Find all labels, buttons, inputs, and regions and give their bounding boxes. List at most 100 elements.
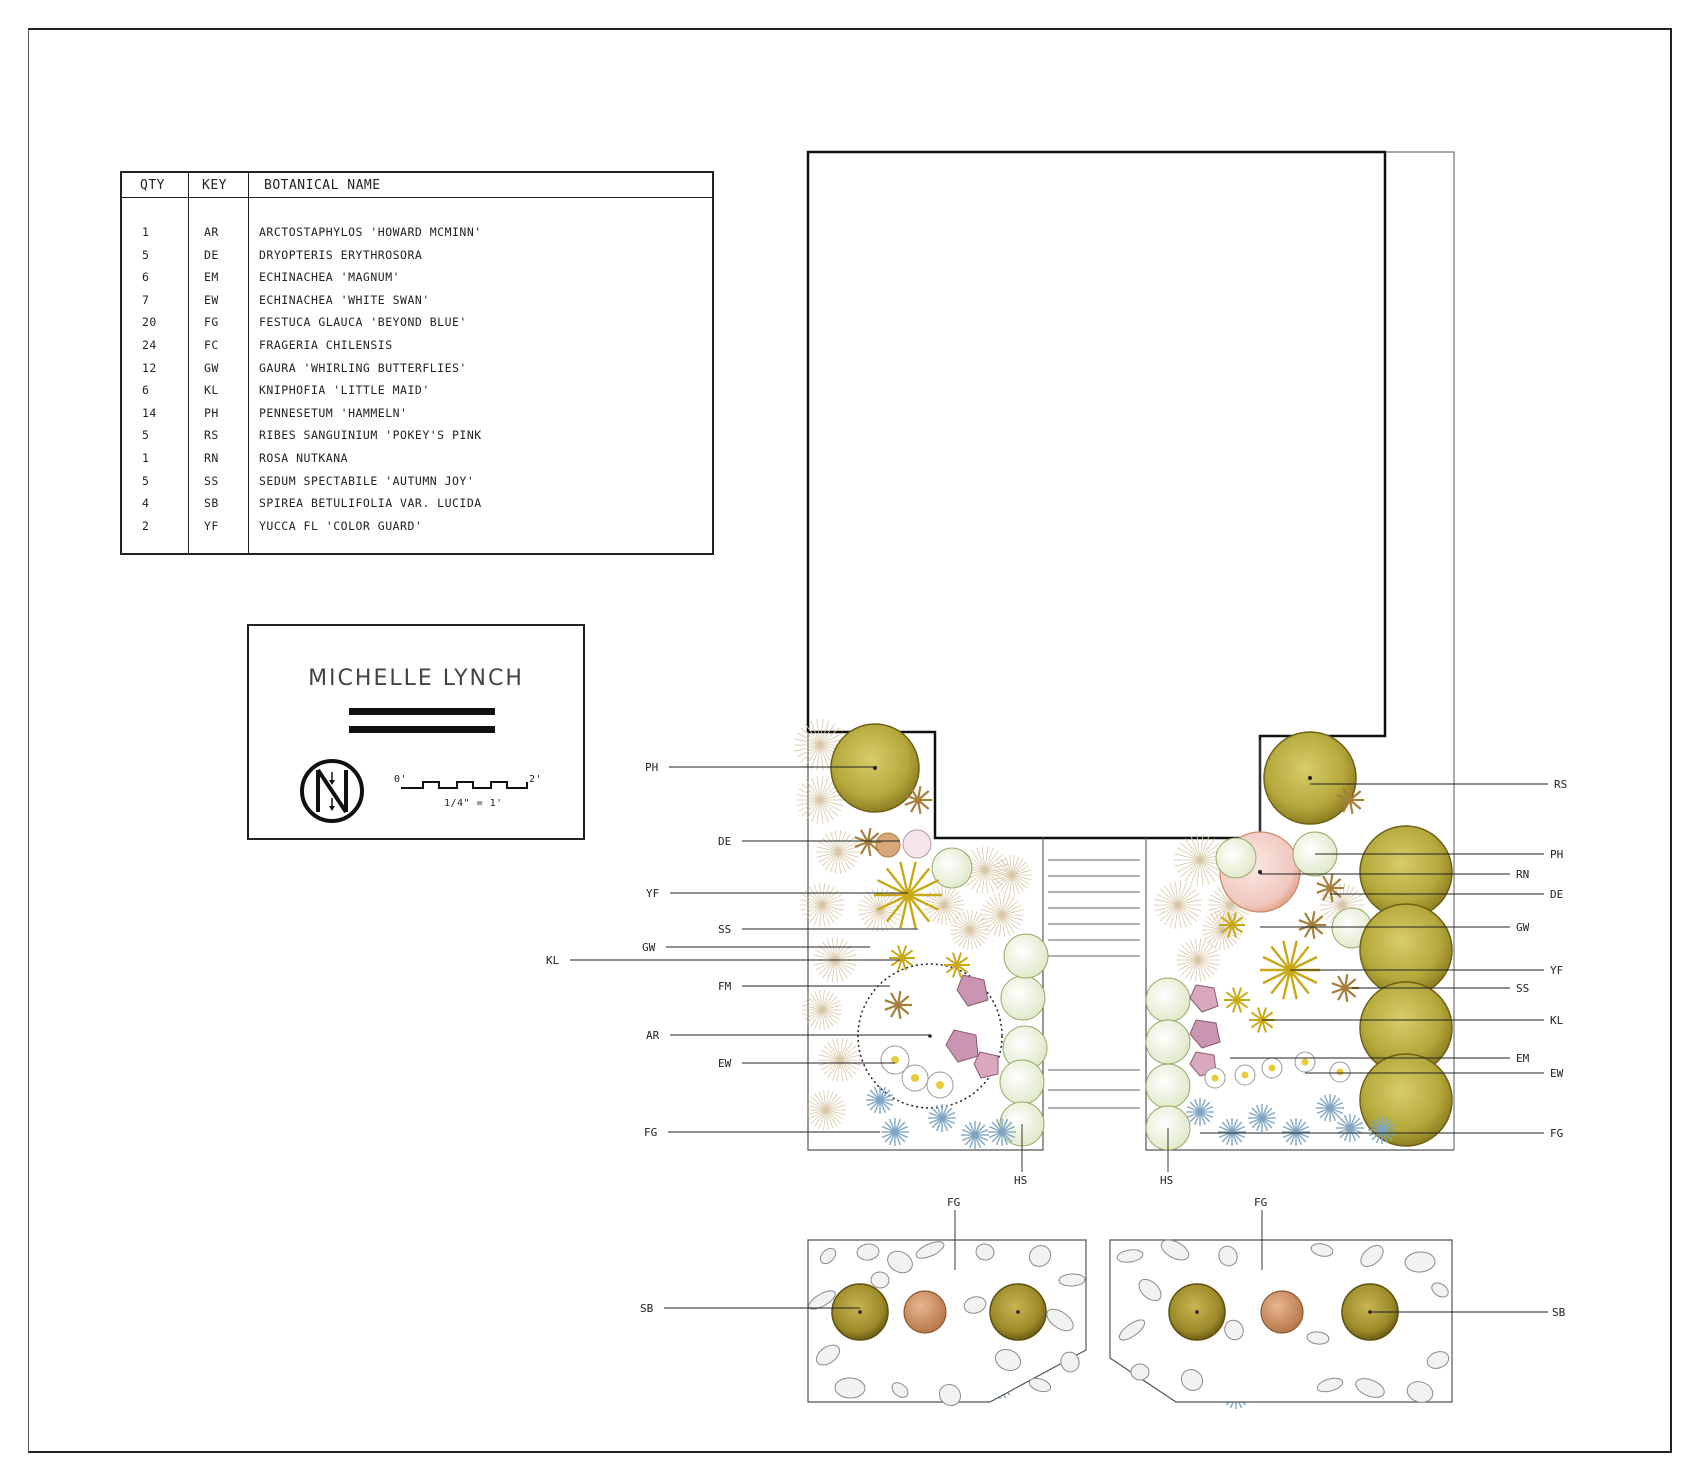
plant-callouts: PHDEYFSSGWKLFMAREWFGRSPHRNDEGWYFSSKLEMEW… xyxy=(546,761,1567,1319)
schedule-cell-qty: 24 xyxy=(142,338,157,352)
grass-clump-icon xyxy=(1176,938,1220,982)
river-rock xyxy=(1116,1249,1144,1263)
schedule-cell-name: RIBES SANGUINIUM 'POKEY'S PINK xyxy=(259,428,482,443)
callout-label: GW xyxy=(1516,921,1530,934)
callout-label: EW xyxy=(718,1057,732,1070)
right-planter xyxy=(1109,1239,1453,1403)
schedule-cell-qty: 1 xyxy=(142,225,150,239)
river-rock xyxy=(1028,1245,1052,1267)
schedule-cell-name: ECHINACHEA 'WHITE SWAN' xyxy=(259,292,430,307)
schedule-cell-name: YUCCA FL 'COLOR GUARD' xyxy=(259,518,423,533)
schedule-cell-qty: 2 xyxy=(142,518,150,533)
scale-ratio-label: 1/4" = 1' xyxy=(444,798,503,809)
grass-clump-icon xyxy=(858,888,902,932)
blue-fescue-icon xyxy=(928,1104,956,1132)
river-rock xyxy=(856,1243,880,1261)
callout-label: SS xyxy=(1516,982,1529,995)
callout-label: PH xyxy=(645,761,658,774)
schedule-cell-name: ARCTOSTAPHYLOS 'HOWARD MCMINN' xyxy=(259,225,482,239)
schedule-cell-qty: 5 xyxy=(142,247,150,262)
schedule-header-qty: QTY xyxy=(140,178,165,193)
entry-steps xyxy=(1042,838,1147,1109)
schedule-cell-name: FESTUCA GLAUCA 'BEYOND BLUE' xyxy=(259,315,467,330)
river-rock xyxy=(1028,1377,1052,1393)
river-rock xyxy=(870,1271,890,1289)
scale-end-label: 2' xyxy=(529,774,543,785)
schedule-cell-qty: 6 xyxy=(142,270,150,285)
callout-label: RN xyxy=(1516,868,1529,881)
callout-label: FM xyxy=(718,980,732,993)
callout-label: YF xyxy=(1550,964,1563,977)
grass-clump-icon xyxy=(806,1090,846,1130)
schedule-cell-name: FRAGERIA CHILENSIS xyxy=(259,338,393,352)
callout-label: AR xyxy=(646,1029,660,1042)
schedule-cell-name: PENNESETUM 'HAMMELN' xyxy=(259,405,408,420)
blue-fescue-icon xyxy=(1218,1118,1246,1146)
pennisetum-grass-texture xyxy=(794,719,1364,1130)
schedule-cell-qty: 1 xyxy=(142,451,150,465)
schedule-cell-qty: 4 xyxy=(142,496,150,511)
callout-label: HS xyxy=(1014,1174,1027,1187)
house-footprint xyxy=(806,150,1455,1150)
river-rock xyxy=(1180,1369,1204,1391)
river-rock xyxy=(1058,1273,1086,1287)
schedule-cell-qty: 14 xyxy=(142,405,157,420)
river-rock xyxy=(1404,1251,1436,1273)
schedule-cell-qty: 5 xyxy=(142,428,150,443)
designer-name: MICHELLE LYNCH xyxy=(308,666,524,691)
scale-start-label: 0' xyxy=(394,774,408,785)
river-rock xyxy=(819,1247,837,1265)
fern-icon xyxy=(1316,874,1344,902)
callout-label: GW xyxy=(642,941,656,954)
callout-label: YF xyxy=(646,887,659,900)
river-rock xyxy=(1224,1319,1244,1341)
river-rock xyxy=(1360,1245,1384,1267)
grass-clump-icon xyxy=(1154,881,1202,929)
grass-clump-icon xyxy=(992,855,1032,895)
callout-label: EM xyxy=(1516,1052,1530,1065)
schedule-cell-key: SS xyxy=(204,473,219,488)
kniphofia-icon xyxy=(889,945,915,971)
schedule-cell-key: KL xyxy=(204,383,219,398)
river-rock xyxy=(963,1296,987,1314)
schedule-cell-qty: 12 xyxy=(142,360,157,375)
river-rock xyxy=(1406,1381,1434,1403)
schedule-header-name: BOTANICAL NAME xyxy=(264,178,381,193)
river-rock xyxy=(1306,1331,1330,1345)
callout-label: FG xyxy=(644,1126,657,1139)
schedule-cell-qty: 5 xyxy=(142,473,150,488)
blue-fescue-icon xyxy=(961,1121,989,1149)
schedule-cell-key: FG xyxy=(204,315,219,330)
schedule-cell-key: FC xyxy=(204,338,219,352)
redacted-address-line-1 xyxy=(349,708,495,715)
title-block: MICHELLE LYNCH 0' 2' 1/4" = 1' xyxy=(247,624,585,840)
schedule-header-key: KEY xyxy=(202,178,227,193)
callout-label: DE xyxy=(718,835,731,848)
river-rock xyxy=(1310,1243,1334,1257)
blue-fescue-icon xyxy=(1316,1094,1344,1122)
schedule-row: 14 PH PENNESETUM 'HAMMELN' xyxy=(122,406,712,428)
river-rock xyxy=(887,1250,913,1274)
kniphofia-icon xyxy=(1249,1007,1275,1033)
kniphofia-icon xyxy=(1219,912,1245,938)
schedule-divider-qty xyxy=(188,173,189,553)
schedule-cell-key: PH xyxy=(204,405,219,420)
callout-label: PH xyxy=(1550,848,1563,861)
blue-fescue-icon xyxy=(988,1118,1016,1146)
callout-label: FG xyxy=(1254,1196,1267,1209)
callout-label: FG xyxy=(1550,1127,1563,1140)
schedule-cell-qty: 7 xyxy=(142,292,150,307)
callout-label: RS xyxy=(1554,778,1567,791)
river-rock xyxy=(808,1290,836,1310)
river-rock xyxy=(1046,1308,1074,1332)
grass-clump-icon xyxy=(800,883,844,927)
blue-fescue-icon xyxy=(1336,1114,1364,1142)
